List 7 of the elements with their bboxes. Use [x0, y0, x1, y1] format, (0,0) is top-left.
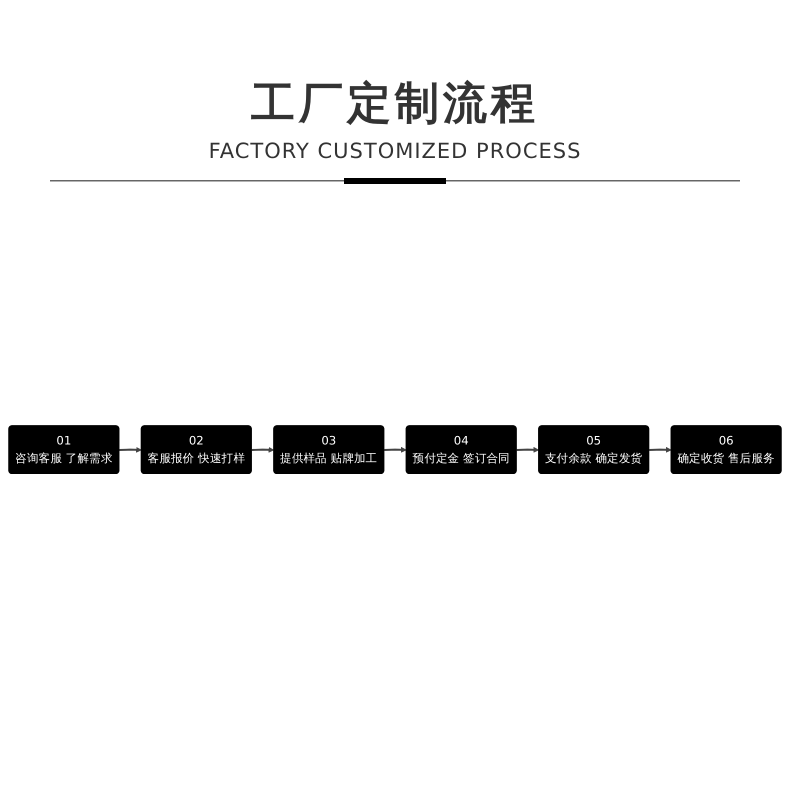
subtitle: FACTORY CUSTOMIZED PROCESS — [208, 138, 582, 164]
title: 工厂定制流程 — [251, 78, 539, 130]
arrow — [252, 447, 274, 454]
arrow — [119, 447, 142, 454]
arrow — [649, 447, 672, 454]
arrow — [516, 447, 540, 454]
arrow — [384, 447, 407, 454]
